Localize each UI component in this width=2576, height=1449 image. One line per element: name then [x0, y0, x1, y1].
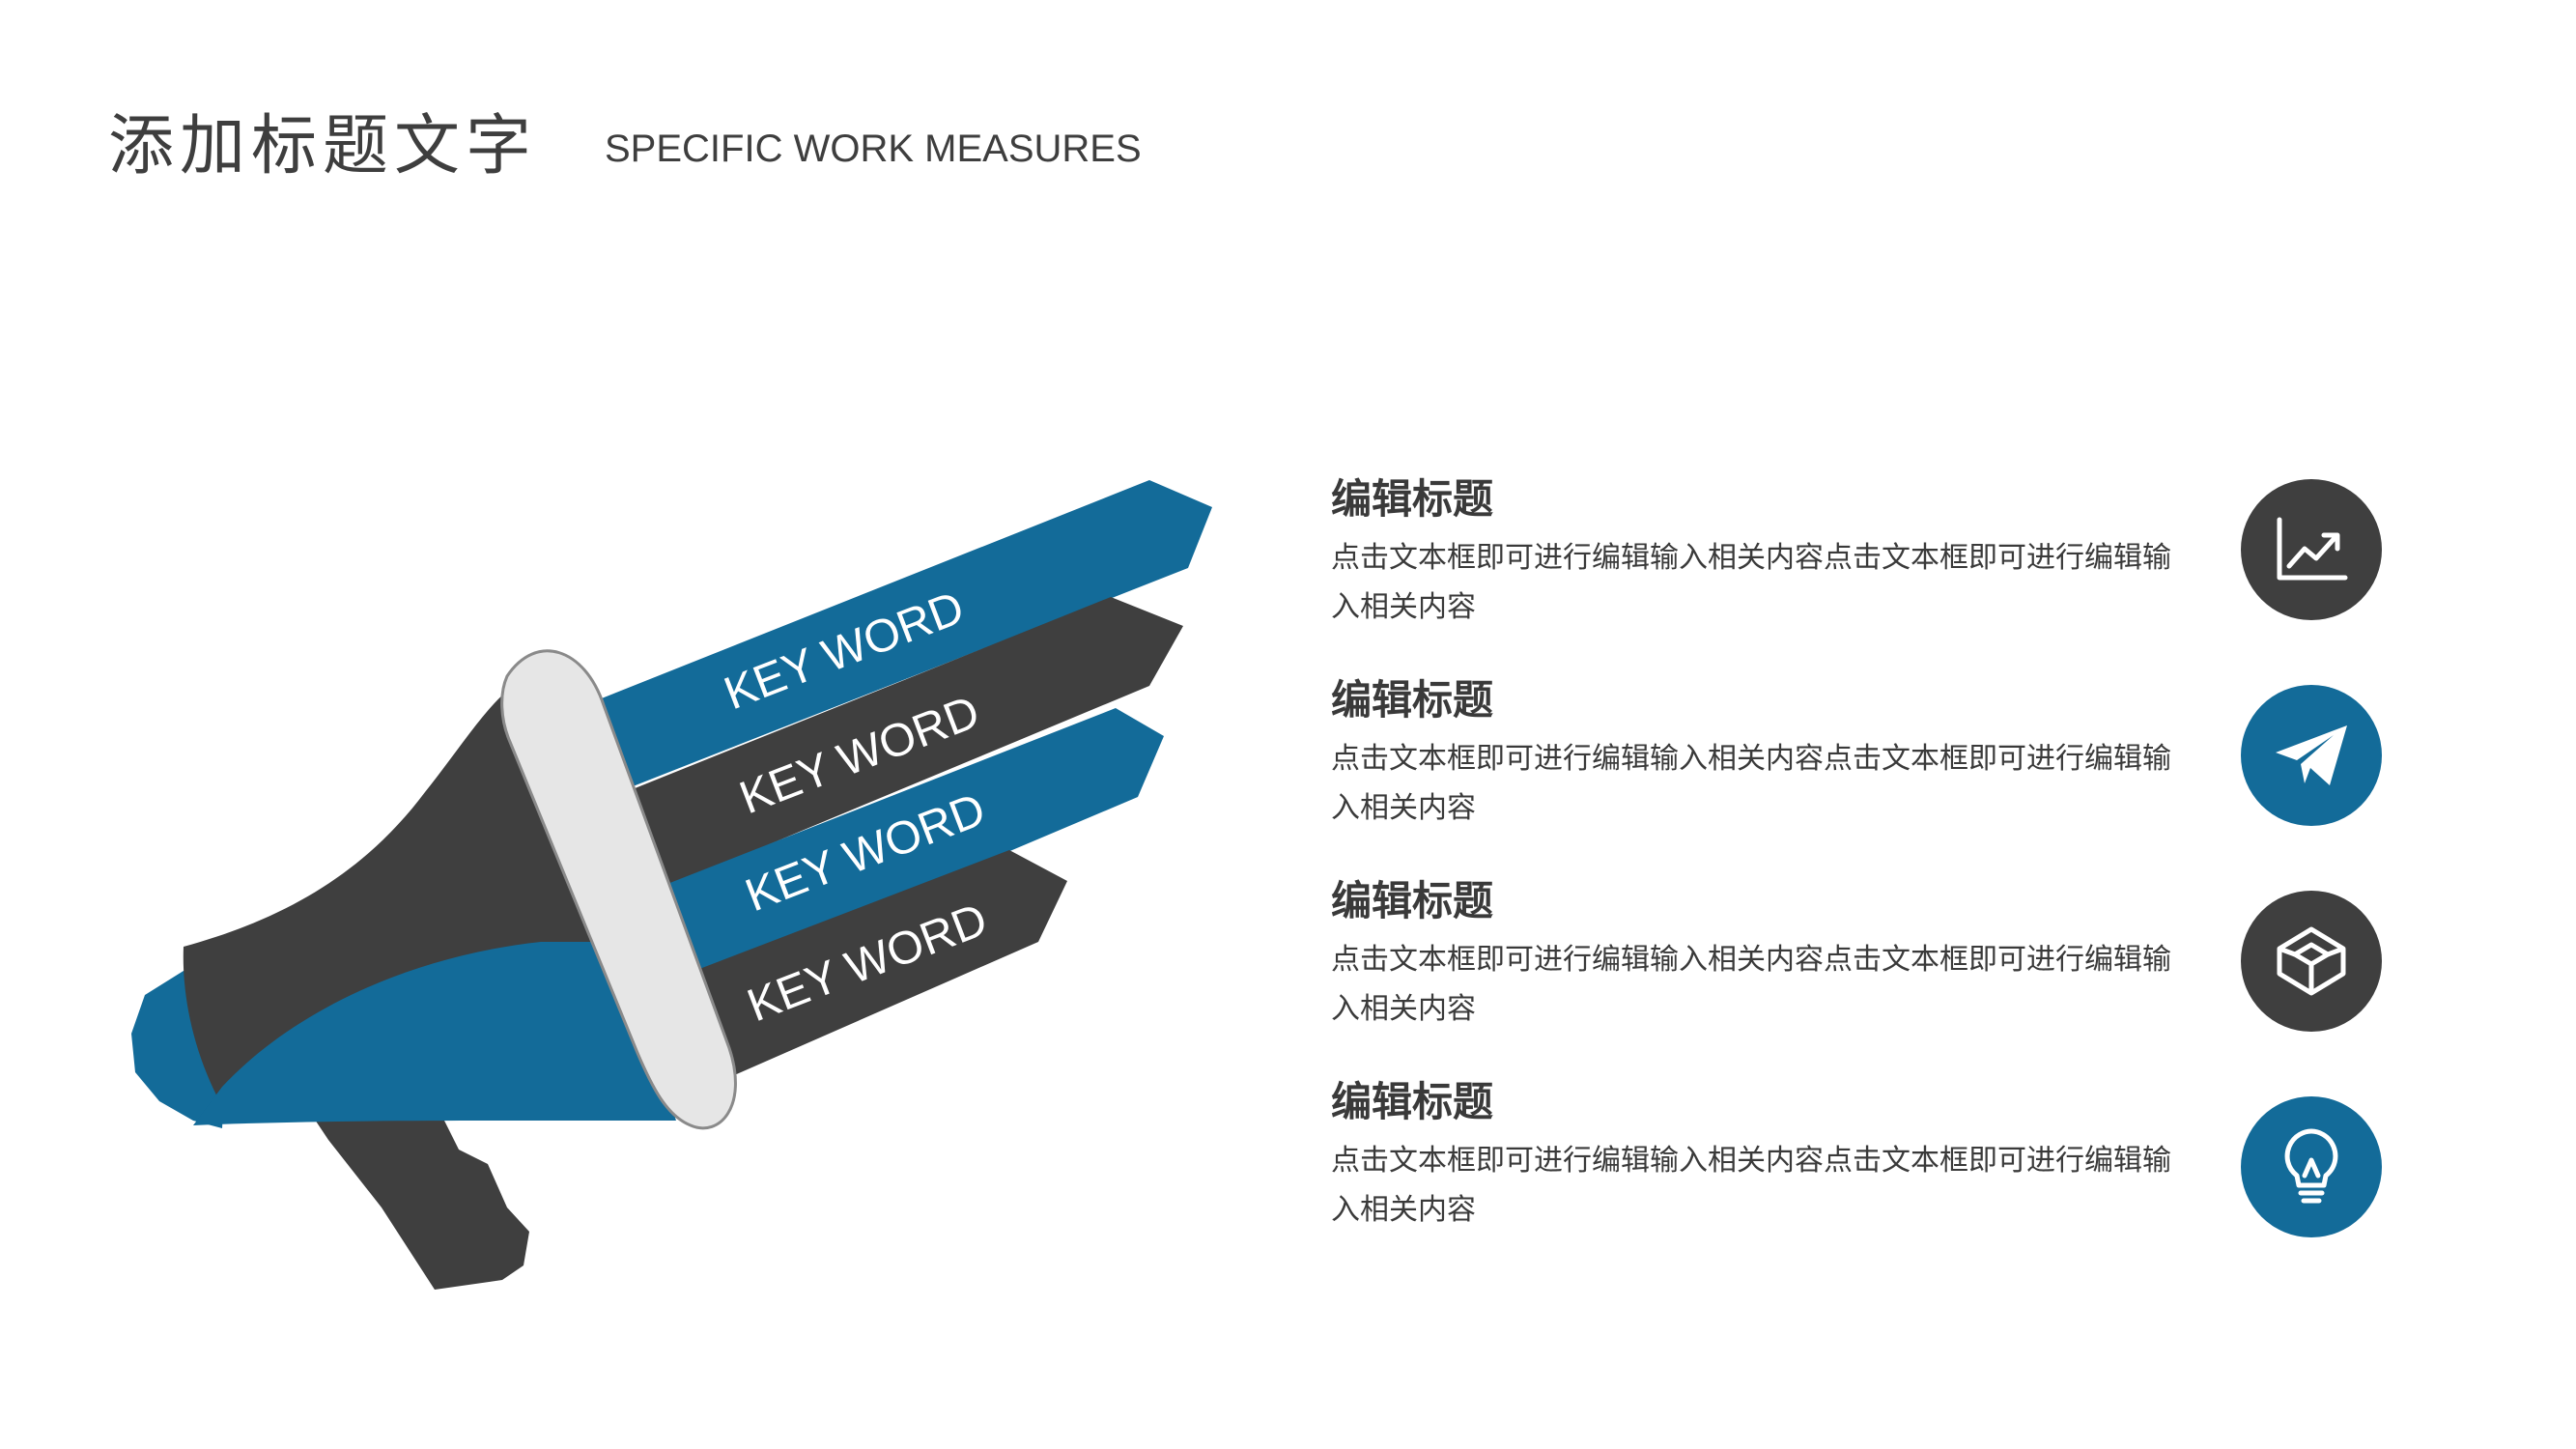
- megaphone-body-lower: [193, 942, 676, 1125]
- item-2: 编辑标题 点击文本框即可进行编辑输入相关内容点击文本框即可进行编辑输入相关内容: [1331, 680, 2200, 833]
- item-description: 点击文本框即可进行编辑输入相关内容点击文本框即可进行编辑输入相关内容: [1331, 541, 2171, 624]
- megaphone-rim: [500, 649, 737, 1130]
- item-title: 编辑标题: [1331, 1078, 1494, 1125]
- banner-3-shape: [618, 708, 1164, 1005]
- page-title: 添加标题文字: [108, 108, 538, 185]
- banner-1-shape: [560, 480, 1212, 792]
- paper-plane-icon: [2241, 685, 2382, 826]
- banners: [560, 480, 1212, 1096]
- banner-2-shape: [589, 597, 1183, 903]
- megaphone-handle: [280, 1067, 529, 1290]
- lightbulb-icon: [2241, 1096, 2382, 1237]
- item-title: 编辑标题: [1331, 877, 1494, 924]
- item-title: 编辑标题: [1331, 475, 1494, 523]
- item-3: 编辑标题 点击文本框即可进行编辑输入相关内容点击文本框即可进行编辑输入相关内容: [1331, 881, 2200, 1034]
- item-description: 点击文本框即可进行编辑输入相关内容点击文本框即可进行编辑输入相关内容: [1331, 742, 2171, 825]
- banner-4-shape: [657, 850, 1067, 1096]
- trend-chart-icon: [2241, 479, 2382, 620]
- item-4: 编辑标题 点击文本框即可进行编辑输入相关内容点击文本框即可进行编辑输入相关内容: [1331, 1082, 2200, 1235]
- page-subtitle: SPECIFIC WORK MEASURES: [605, 128, 1142, 170]
- box-3d-icon: [2241, 891, 2382, 1032]
- item-description: 点击文本框即可进行编辑输入相关内容点击文本框即可进行编辑输入相关内容: [1331, 943, 2171, 1026]
- item-1: 编辑标题 点击文本框即可进行编辑输入相关内容点击文本框即可进行编辑输入相关内容: [1331, 479, 2200, 632]
- item-description: 点击文本框即可进行编辑输入相关内容点击文本框即可进行编辑输入相关内容: [1331, 1144, 2171, 1227]
- item-title: 编辑标题: [1331, 676, 1494, 724]
